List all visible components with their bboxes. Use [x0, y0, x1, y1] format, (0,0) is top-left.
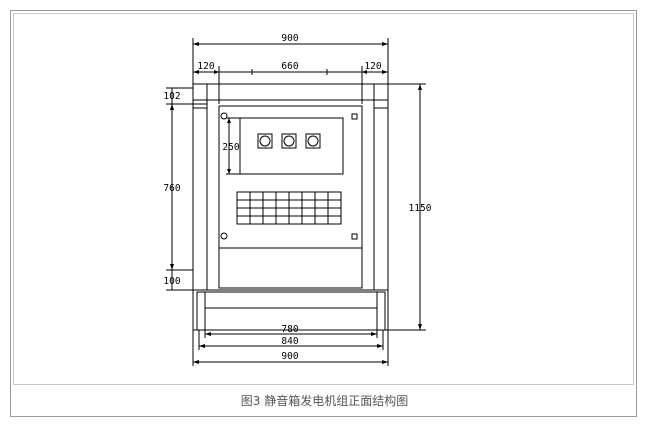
- dim-top-middle: 660: [281, 61, 298, 72]
- gauge-1-icon: [257, 133, 273, 149]
- hinge-top-icon: [220, 112, 228, 120]
- dim-top-right: 120: [364, 61, 381, 72]
- dim-left-body: 760: [163, 183, 180, 194]
- dim-left-top: 102: [163, 91, 180, 102]
- gauge-2-icon: [281, 133, 297, 149]
- latch-top-icon: [351, 113, 358, 120]
- figure-frame: [10, 10, 637, 417]
- dim-bottom-mid: 840: [281, 336, 298, 347]
- drawing-border: [13, 13, 634, 385]
- dim-bottom-inner: 780: [281, 324, 298, 335]
- control-panel: [239, 117, 344, 175]
- dim-top-total: 900: [281, 33, 298, 44]
- figure-caption: 图3 静音箱发电机组正面结构图: [240, 394, 409, 408]
- dim-top-left: 120: [197, 61, 214, 72]
- dim-bottom-total: 900: [281, 351, 298, 362]
- gauge-3-icon: [305, 133, 321, 149]
- hinge-bottom-icon: [220, 232, 228, 240]
- dim-left-bottom: 100: [163, 276, 180, 287]
- dim-panel: 250: [222, 142, 239, 153]
- door-panel: [218, 105, 363, 289]
- enclosure-outline: [192, 83, 389, 331]
- latch-bottom-icon: [351, 233, 358, 240]
- dim-right-total: 1150: [409, 203, 432, 214]
